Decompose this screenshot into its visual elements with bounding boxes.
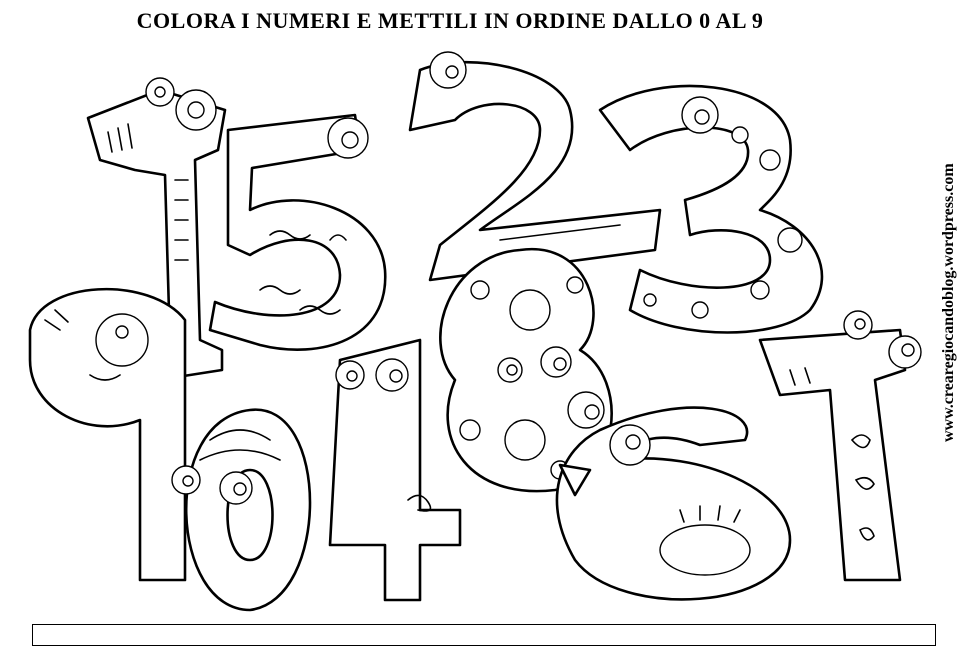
number-one-figure — [86, 77, 227, 382]
worksheet-title: COLORA I NUMERI E METTILI IN ORDINE DALL… — [136, 8, 764, 33]
number-nine-figure — [28, 287, 187, 582]
answer-input-box[interactable] — [32, 624, 936, 646]
number-four-figure — [328, 338, 462, 602]
number-three-figure — [598, 84, 824, 334]
side-credit-url: www.crearegiocandoblog.wordpress.com — [940, 163, 957, 442]
number-seven-figure — [758, 310, 922, 582]
number-six-figure — [555, 406, 792, 601]
numbers-drawing — [28, 51, 922, 612]
number-eight-figure — [439, 247, 613, 493]
number-two-figure — [408, 51, 662, 282]
numbers-illustration — [0, 40, 930, 620]
number-zero-figure — [171, 408, 312, 612]
number-five-figure — [208, 113, 387, 351]
